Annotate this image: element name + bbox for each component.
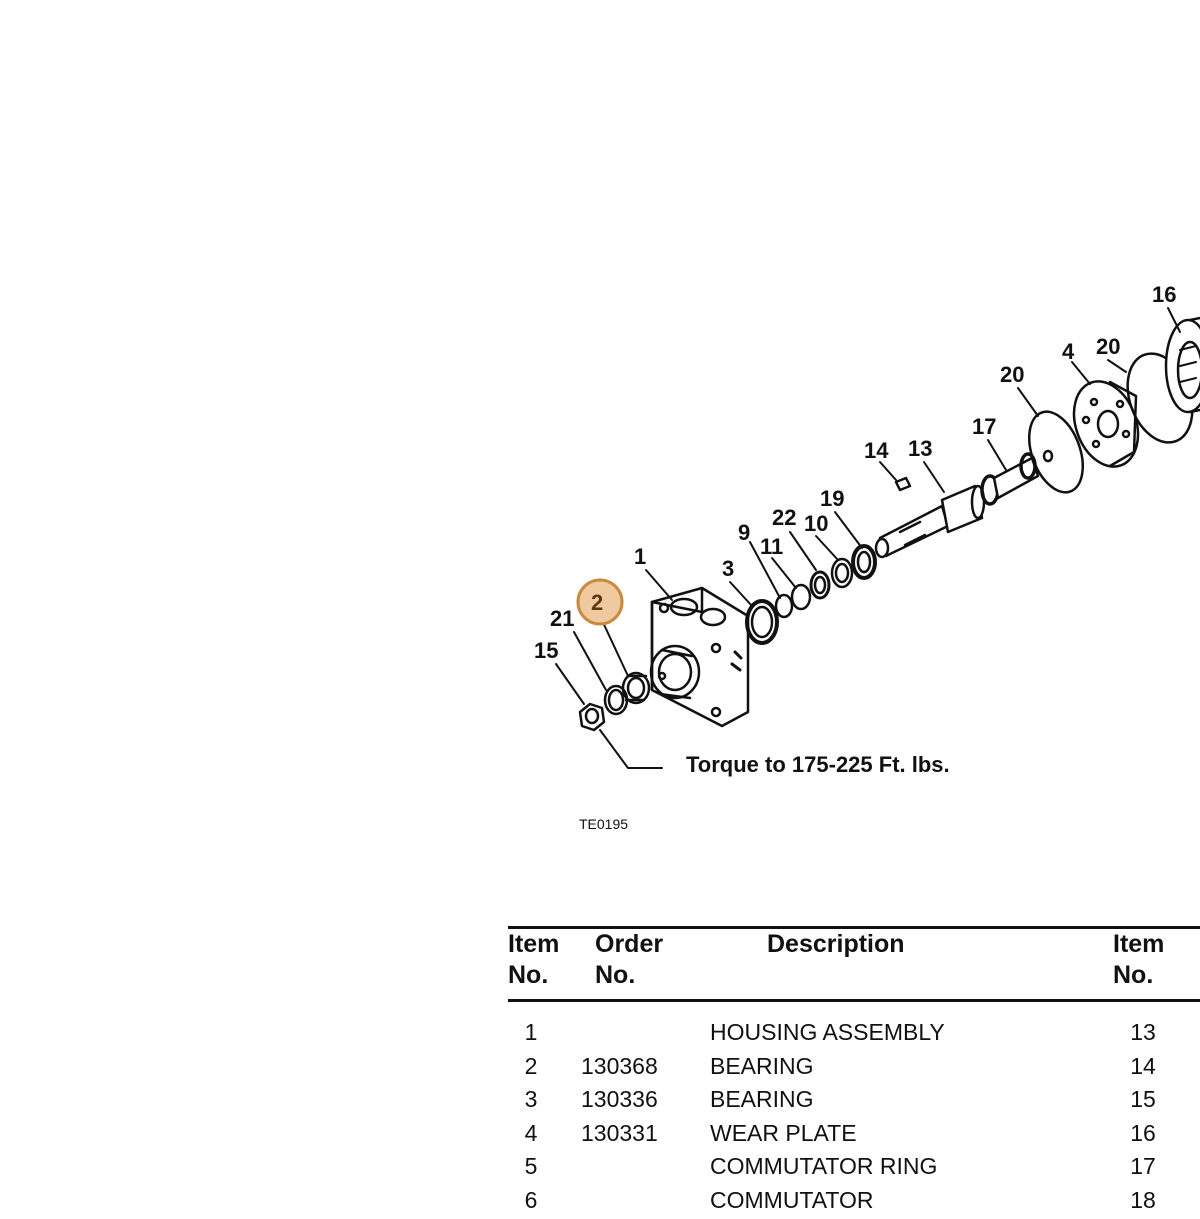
cell-description: HOUSING ASSEMBLY [710, 1019, 945, 1045]
table-row: 2 130368 BEARING 14 [508, 1051, 1200, 1085]
highlight-circle [576, 578, 624, 626]
cell-item-2: 17 [1130, 1153, 1156, 1180]
ring-11-part [790, 583, 812, 611]
callout-9: 9 [738, 520, 750, 545]
callout-21: 21 [550, 606, 574, 631]
cell-item: 3 [524, 1086, 538, 1113]
header-description: Description [767, 930, 905, 958]
callout-20b: 20 [1096, 334, 1120, 359]
wear-plate-part [1072, 380, 1140, 468]
cell-description: BEARING [710, 1086, 814, 1113]
leader-lines [555, 307, 1181, 769]
cell-item: 5 [524, 1153, 538, 1180]
commutator-part [1164, 316, 1200, 414]
cell-item: 6 [524, 1186, 538, 1213]
callout-2: 2 [591, 590, 603, 615]
cell-item-2: 14 [1130, 1052, 1156, 1079]
callout-1: 1 [634, 544, 646, 569]
seal-19-part [851, 544, 877, 580]
table-header: Item No. Order No. Description Item No. [508, 929, 1200, 993]
table-row: 4 130331 WEAR PLATE 16 [508, 1118, 1200, 1152]
cell-order: 130336 [581, 1086, 658, 1113]
table-row: 1 HOUSING ASSEMBLY 13 [508, 1017, 1200, 1051]
ring-10-part [830, 557, 854, 589]
nut-part [578, 702, 606, 732]
callout-14: 14 [864, 438, 889, 463]
cell-item-2: 13 [1130, 1019, 1156, 1045]
cell-order: 130331 [581, 1119, 658, 1146]
callout-13: 13 [908, 436, 932, 461]
callout-16: 16 [1152, 282, 1176, 307]
table-top-rule [508, 926, 1200, 929]
cell-description: WEAR PLATE [710, 1119, 857, 1146]
cell-item-2: 15 [1130, 1086, 1156, 1113]
cell-description: COMMUTATOR [710, 1186, 874, 1213]
cell-description: COMMUTATOR RING [710, 1153, 938, 1180]
figure-id: TE0195 [579, 816, 628, 832]
header-order-no: Order No. [595, 930, 664, 989]
key-part [894, 476, 912, 492]
table-row: 5 COMMUTATOR RING 17 [508, 1151, 1200, 1185]
output-shaft-part [874, 484, 986, 559]
housing-assembly-part [649, 586, 750, 728]
table-row: 6 COMMUTATOR 18 [508, 1185, 1200, 1219]
torque-note: Torque to 175-225 Ft. lbs. [686, 752, 950, 777]
header-item-no: Item No. [508, 930, 560, 989]
callout-22: 22 [772, 505, 796, 530]
callout-17: 17 [972, 414, 996, 439]
callout-4: 4 [1062, 339, 1075, 364]
cell-item-2: 16 [1130, 1119, 1156, 1146]
seal-ring-20a-part [1028, 410, 1084, 494]
callout-19: 19 [820, 486, 844, 511]
cell-order: 130368 [581, 1052, 658, 1079]
callout-11: 11 [760, 534, 783, 559]
callout-3: 3 [722, 556, 734, 581]
callout-20a: 20 [1000, 362, 1024, 387]
bearing-part [621, 671, 651, 705]
table-header-rule [508, 999, 1200, 1002]
large-bearing-part [745, 599, 779, 645]
cell-item: 1 [524, 1019, 538, 1045]
ring-22-part [809, 570, 831, 600]
cell-item-2: 18 [1130, 1186, 1156, 1213]
ring-9-part [774, 593, 794, 619]
parts-list-table: Item No. Order No. Description Item No. … [508, 926, 1200, 1219]
table-body: 1 HOUSING ASSEMBLY 13 2 130368 BEARING 1… [508, 1017, 1200, 1219]
cell-item: 4 [524, 1119, 538, 1146]
callout-10: 10 [804, 511, 828, 536]
table-row: 3 130336 BEARING 15 [508, 1084, 1200, 1118]
callout-15: 15 [534, 638, 558, 663]
header-item-no-2: Item No. [1113, 930, 1165, 989]
cell-item: 2 [524, 1052, 538, 1079]
cell-description: BEARING [710, 1052, 814, 1079]
